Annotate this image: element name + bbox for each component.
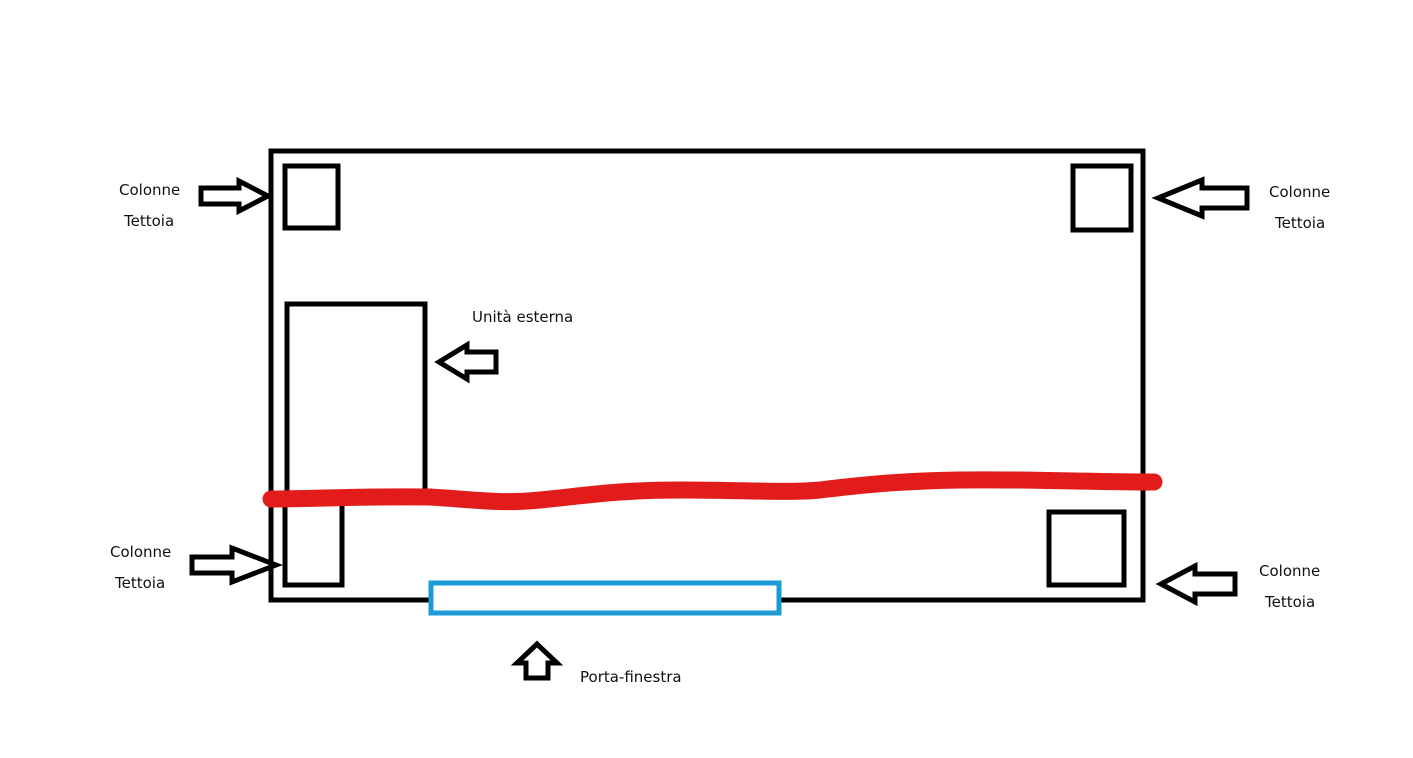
- outdoor-unit-box: [284, 301, 428, 499]
- arrow-up-icon: [510, 640, 564, 681]
- column-bottom-right: [1046, 509, 1127, 588]
- column-top-left: [282, 163, 341, 231]
- label-columns-top-left-line1: Colonne: [119, 181, 180, 199]
- label-columns-bottom-left-line2: Tettoia: [114, 574, 165, 592]
- arrow-left-icon: [434, 340, 499, 384]
- label-columns-bottom-right-line1: Colonne: [1259, 562, 1320, 580]
- red-line: [262, 471, 1163, 511]
- column-top-right: [1070, 163, 1134, 233]
- label-french-window: Porta-finestra: [580, 668, 682, 686]
- label-columns-bottom-left-line1: Colonne: [110, 543, 171, 561]
- label-columns-top-left-line2: Tettoia: [123, 212, 174, 230]
- arrow-right-icon: [189, 544, 283, 586]
- arrow-left-icon: [1155, 561, 1238, 607]
- label-columns-top-right-line1: Colonne: [1269, 183, 1330, 201]
- terrace-outline: [268, 148, 1146, 603]
- label-columns-bottom-right-line2: Tettoia: [1264, 593, 1315, 611]
- column-bottom-left: [282, 500, 345, 588]
- arrow-right-icon: [198, 176, 274, 216]
- french-window-box: [428, 580, 782, 616]
- label-outdoor-unit: Unità esterna: [472, 308, 573, 326]
- arrow-left-icon: [1151, 176, 1250, 220]
- label-columns-top-right-line2: Tettoia: [1274, 214, 1325, 232]
